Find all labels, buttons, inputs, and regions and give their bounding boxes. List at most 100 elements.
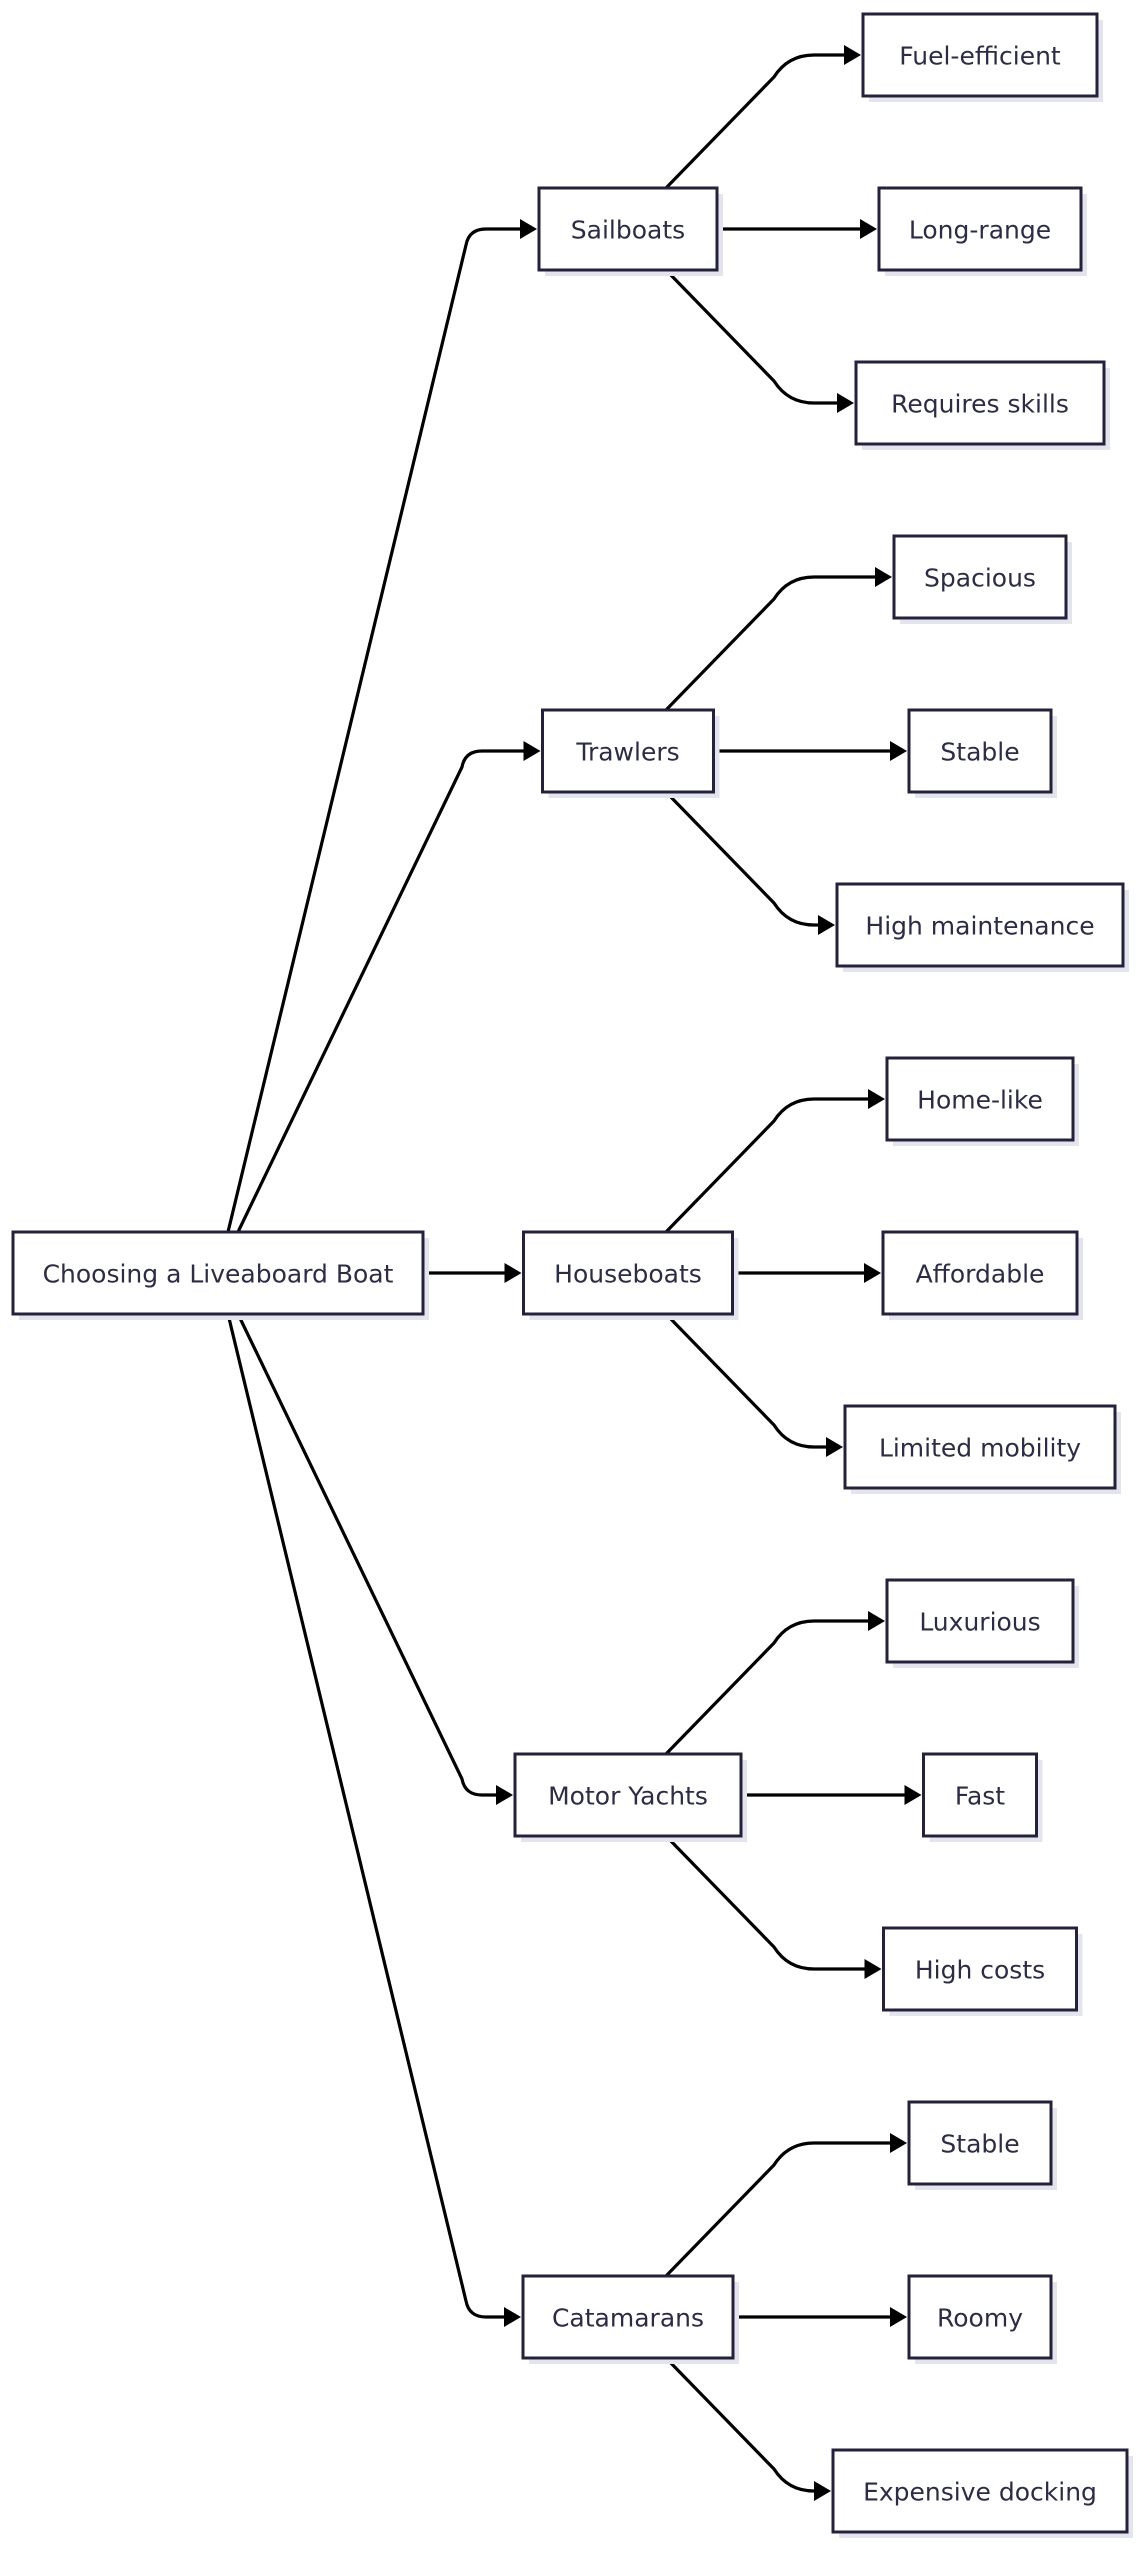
arrowhead: [890, 741, 907, 761]
category-node-label: Sailboats: [571, 216, 685, 245]
arrowhead: [837, 393, 854, 413]
diagram-nodes: Choosing a Liveaboard Boat Sailboats Fuel-…: [11, 12, 1133, 2538]
attribute-node: Expensive docking: [831, 2448, 1133, 2538]
arrowhead: [860, 219, 877, 239]
arrowhead: [864, 1959, 882, 1979]
arrowhead: [814, 2481, 831, 2501]
edge-category-to-attribute: [664, 790, 823, 927]
category-node-box: [522, 1230, 734, 1316]
attribute-node-label: Luxurious: [919, 1608, 1040, 1637]
edge-category-to-attribute: [664, 2141, 895, 2278]
category-node: Catamarans: [521, 2274, 739, 2364]
category-node-box: [513, 1752, 743, 1838]
attribute-node-label: Spacious: [924, 564, 1036, 593]
attribute-node: Stable: [907, 708, 1057, 798]
edge-root-to-category: [236, 749, 529, 1234]
edge-category-to-attribute: [664, 1097, 873, 1234]
arrowhead: [523, 741, 541, 761]
category-node-box: [521, 2274, 735, 2360]
category-node-label: Houseboats: [554, 1260, 702, 1289]
arrowhead: [520, 219, 537, 239]
attribute-node: Long-range: [877, 186, 1087, 276]
edge-root-to-category: [236, 1312, 501, 1797]
arrowhead: [826, 1437, 843, 1457]
attribute-node-box: [885, 1578, 1075, 1664]
attribute-node-box: [881, 1230, 1079, 1316]
category-node: Motor Yachts: [513, 1752, 747, 1842]
category-node-label: Catamarans: [552, 2304, 704, 2333]
attribute-node-box: [907, 2274, 1053, 2360]
edge-category-to-attribute: [664, 2356, 819, 2493]
arrowhead: [844, 45, 861, 65]
attribute-node-label: Requires skills: [891, 390, 1069, 419]
category-node: Trawlers: [541, 708, 720, 798]
attribute-node: Affordable: [881, 1230, 1083, 1320]
attribute-node-label: Long-range: [909, 216, 1051, 245]
category-node-label: Trawlers: [575, 738, 679, 767]
attribute-node: Fast: [922, 1752, 1043, 1842]
attribute-node-box: [892, 534, 1068, 620]
edge-category-to-attribute: [664, 1619, 873, 1756]
category-node-box: [541, 708, 715, 794]
attribute-node-label: Roomy: [937, 2304, 1023, 2333]
category-node-label: Motor Yachts: [548, 1782, 708, 1811]
attribute-node-box: [854, 360, 1106, 446]
arrowhead: [890, 2307, 907, 2327]
root-node: Choosing a Liveaboard Boat: [11, 1230, 429, 1320]
edge-root-to-category: [226, 227, 525, 1234]
attribute-node: Luxurious: [885, 1578, 1079, 1668]
attribute-node: Limited mobility: [843, 1404, 1121, 1494]
attribute-node-box: [877, 186, 1083, 272]
arrowhead: [890, 2133, 907, 2153]
arrowhead: [904, 1785, 922, 1805]
attribute-node-box: [843, 1404, 1117, 1490]
arrowhead: [864, 1263, 881, 1283]
arrowhead: [868, 1611, 885, 1631]
attribute-node-label: Home-like: [917, 1086, 1043, 1115]
attribute-node: Requires skills: [854, 360, 1110, 450]
attribute-node-box: [907, 2100, 1053, 2186]
attribute-node-label: Expensive docking: [863, 2478, 1097, 2507]
attribute-node-label: Fuel-efficient: [899, 42, 1061, 71]
category-node: Houseboats: [522, 1230, 739, 1320]
edge-root-to-category: [226, 1312, 509, 2319]
arrowhead: [496, 1785, 513, 1805]
attribute-node-box: [885, 1056, 1075, 1142]
attribute-node-label: High costs: [915, 1956, 1045, 1985]
attribute-node: Fuel-efficient: [861, 12, 1103, 102]
attribute-node-label: Fast: [955, 1782, 1005, 1811]
attribute-node-label: Stable: [940, 2130, 1019, 2159]
attribute-node: Spacious: [892, 534, 1072, 624]
attribute-node-box: [907, 708, 1053, 794]
category-node-box: [537, 186, 719, 272]
arrowhead: [818, 915, 835, 935]
attribute-node-label: Affordable: [916, 1260, 1045, 1289]
arrowhead: [875, 567, 892, 587]
attribute-node-box: [835, 882, 1125, 968]
attribute-node-label: Limited mobility: [879, 1434, 1081, 1463]
attribute-node-label: High maintenance: [865, 912, 1094, 941]
attribute-node: Home-like: [885, 1056, 1079, 1146]
edge-category-to-attribute: [664, 575, 880, 712]
diagram-edges: [226, 45, 922, 2501]
attribute-node: High maintenance: [835, 882, 1129, 972]
edge-category-to-attribute: [664, 1834, 870, 1971]
edge-category-to-attribute: [664, 53, 849, 190]
edge-category-to-attribute: [664, 268, 842, 405]
attribute-node-box: [922, 1752, 1038, 1838]
attribute-node: Roomy: [907, 2274, 1057, 2364]
attribute-node-box: [831, 2448, 1129, 2534]
root-node-box: [11, 1230, 425, 1316]
attribute-node-box: [882, 1926, 1078, 2012]
attribute-node: High costs: [882, 1926, 1083, 2016]
arrowhead: [504, 1263, 522, 1283]
arrowhead: [504, 2307, 521, 2327]
attribute-node: Stable: [907, 2100, 1057, 2190]
edge-category-to-attribute: [664, 1312, 831, 1449]
attribute-node-label: Stable: [940, 738, 1019, 767]
arrowhead: [868, 1089, 885, 1109]
root-node-label: Choosing a Liveaboard Boat: [43, 1260, 394, 1289]
category-node: Sailboats: [537, 186, 723, 276]
attribute-node-box: [861, 12, 1099, 98]
